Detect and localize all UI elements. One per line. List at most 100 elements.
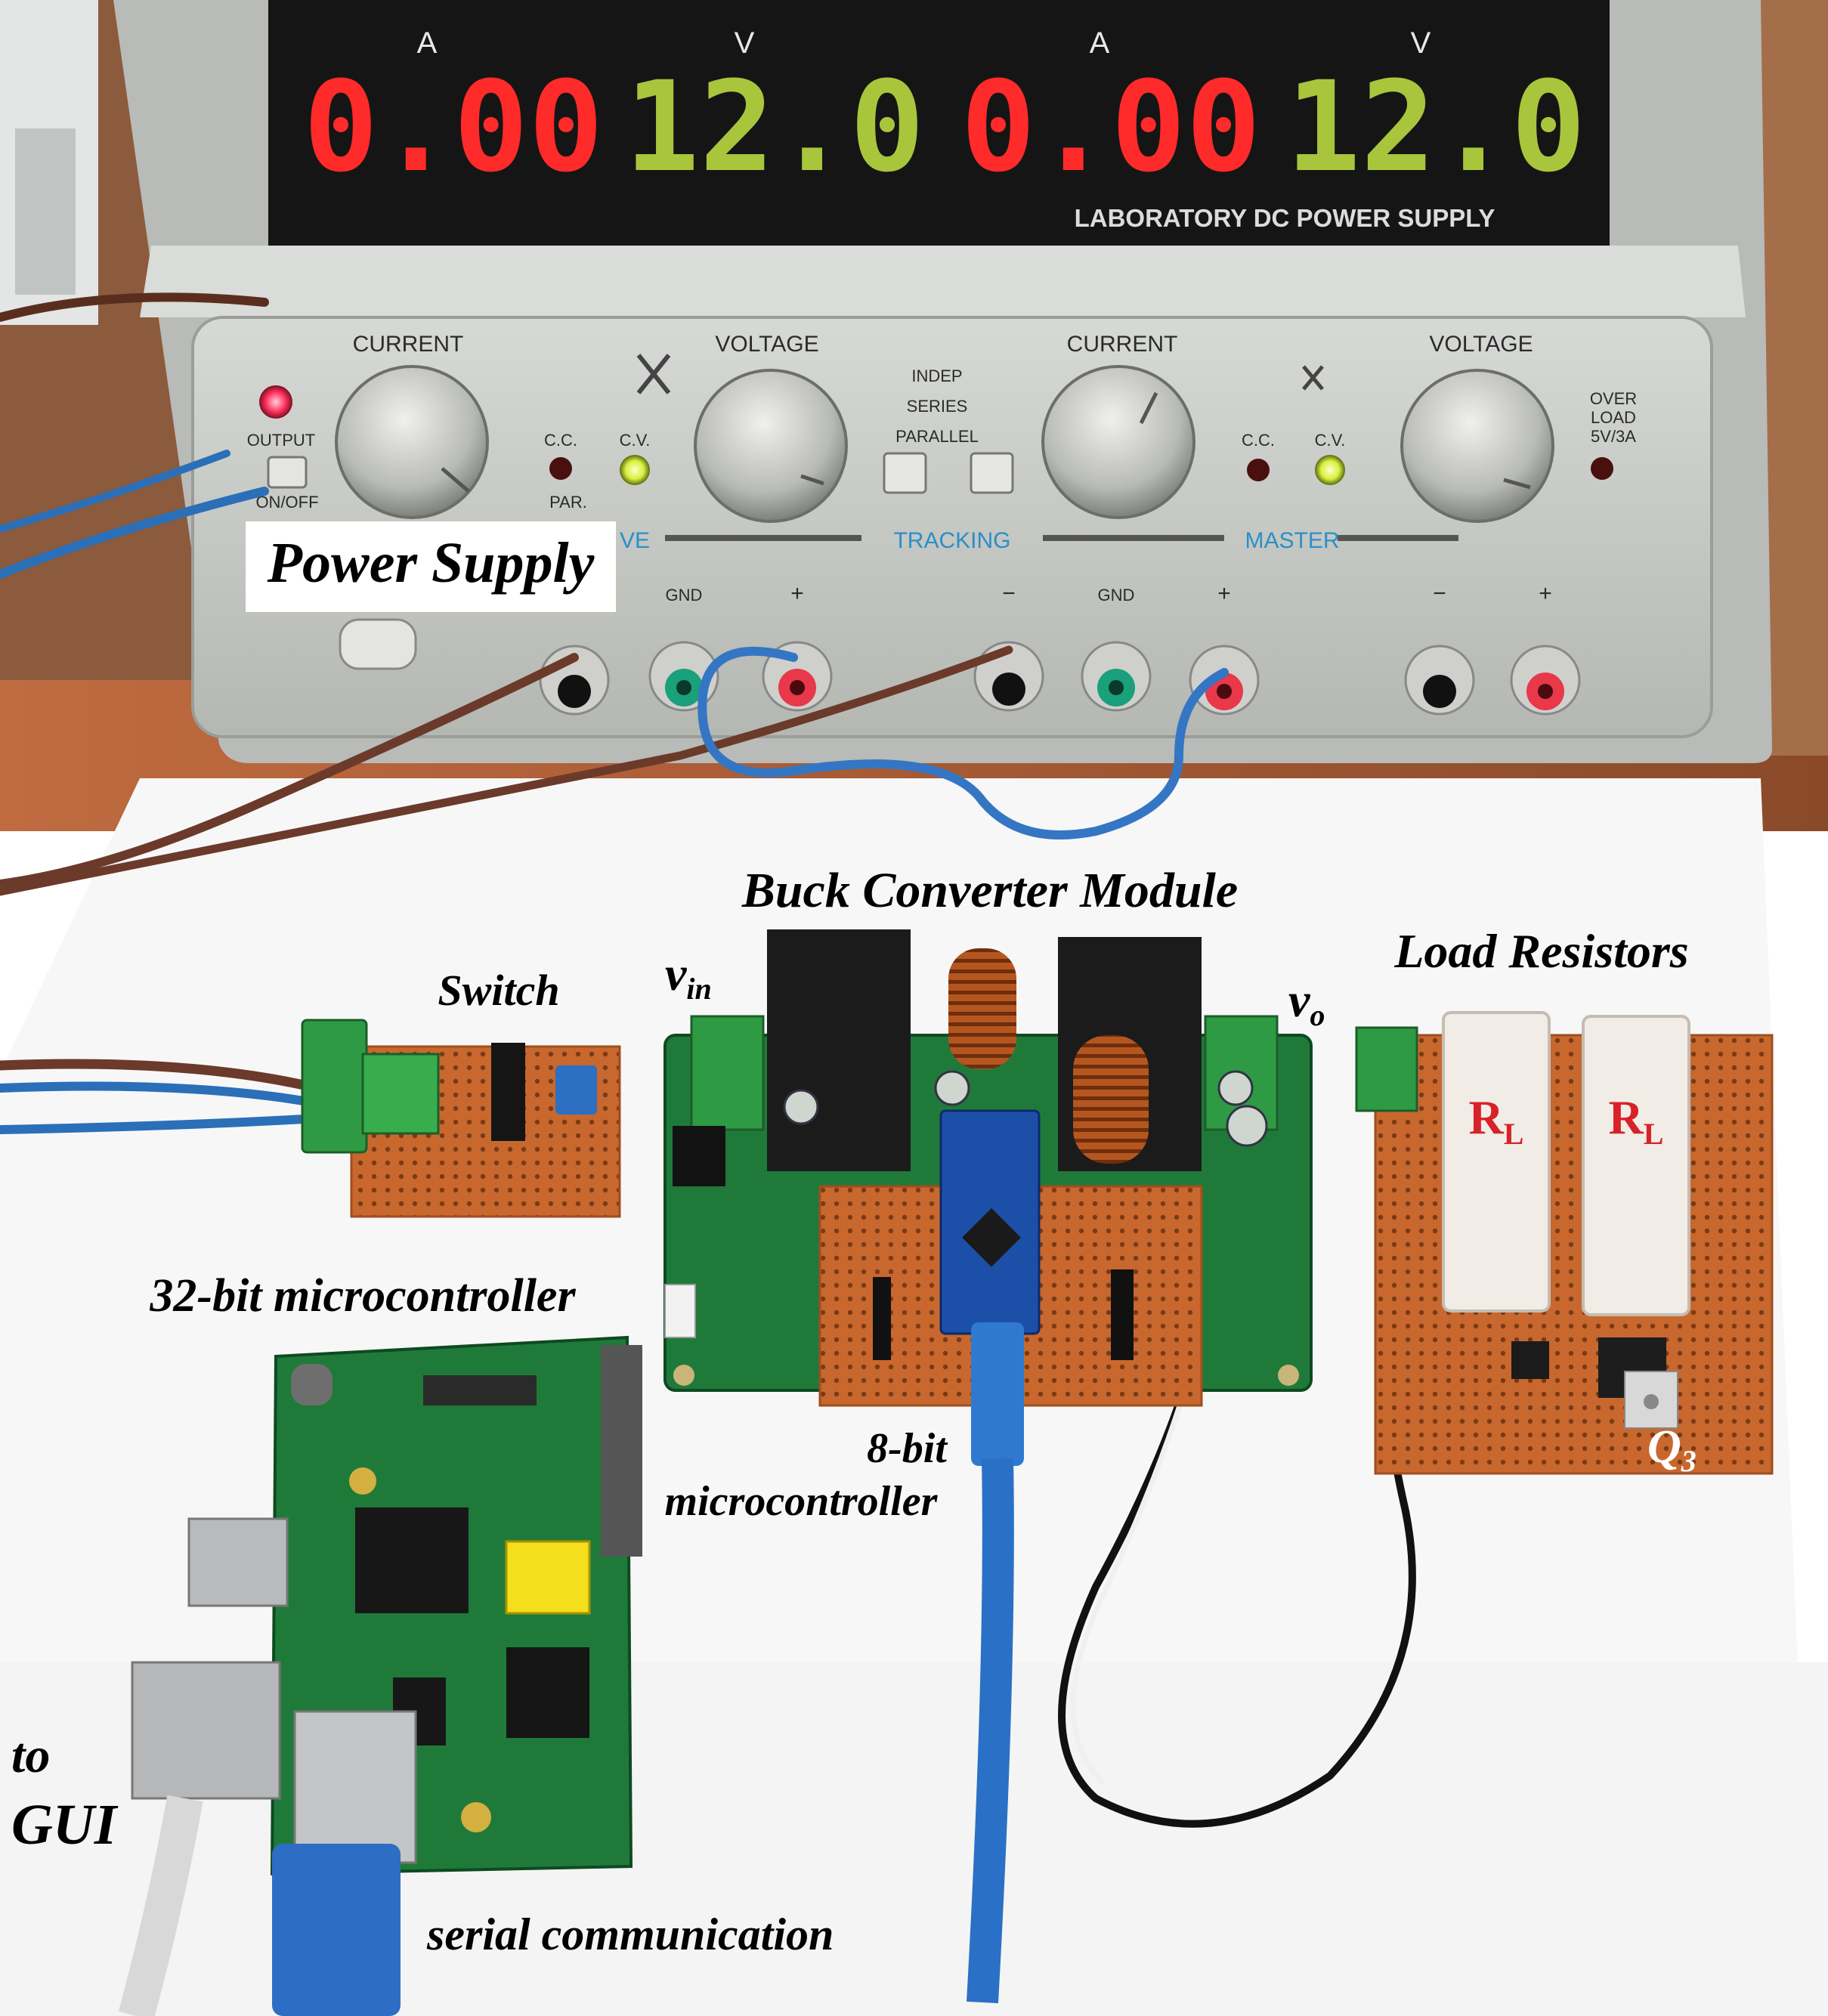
small-ic	[1511, 1341, 1549, 1379]
power-supply-label: Power Supply	[267, 531, 595, 595]
white-connector	[664, 1284, 696, 1338]
mcu8-label-line2: microcontroller	[665, 1478, 939, 1525]
vin-main: v	[665, 947, 687, 1000]
rl-label-1: RL	[1469, 1090, 1524, 1151]
terminal-plus-1[interactable]	[762, 641, 833, 712]
usb-cable	[967, 1322, 1024, 2004]
tracking-label: TRACKING	[893, 528, 1010, 553]
mcu8-label-line1: 8-bit	[867, 1425, 948, 1472]
ethernet-cable	[118, 1795, 203, 2016]
terminal-plus-label-3: +	[1539, 581, 1552, 606]
unit-label-v1: V	[735, 26, 755, 60]
front-panel	[191, 316, 1713, 738]
vin-sub: in	[686, 972, 711, 1006]
pi-usb-port	[293, 1710, 417, 1864]
terminal-minus-label-2: −	[1002, 581, 1016, 606]
terminal-minus-3[interactable]	[1404, 645, 1475, 716]
load-resistor-1	[1442, 1011, 1551, 1313]
cross-mark-2	[1302, 365, 1324, 391]
cv-led-2	[1315, 455, 1345, 485]
q3-sub: 3	[1681, 1444, 1697, 1478]
rl2-sub: L	[1644, 1117, 1664, 1151]
inductor-1	[948, 948, 1016, 1069]
output-onoff-button[interactable]	[267, 456, 308, 489]
dc-jack	[673, 1126, 725, 1186]
tracking-bar-mid	[1043, 535, 1224, 541]
pi-ethernet-port	[131, 1661, 281, 1800]
vo-label: vo	[1288, 973, 1325, 1032]
power-supply: A V A V 0.00 12.0 0.00 12.0 LABORATORY D…	[113, 0, 1772, 763]
switch-board	[301, 1019, 621, 1218]
cc-label-1: C.C.	[544, 431, 577, 450]
pi-audio-jack	[506, 1647, 589, 1738]
buck-converter-label: Buck Converter Module	[741, 863, 1238, 918]
load-resistor-board	[1355, 1011, 1774, 1475]
switch-terminal-block	[301, 1019, 368, 1154]
cc-led-1	[549, 457, 572, 480]
raspberry-pi-board	[131, 1335, 642, 1876]
cross-mark-1	[636, 354, 671, 394]
terminal-gnd-label-1: GND	[666, 586, 703, 604]
buck-converter-board	[663, 929, 1313, 1407]
pi-ribbon-connector	[423, 1375, 537, 1405]
voltage-reading-1: 12.0	[624, 54, 924, 199]
overload-label-3: 5V/3A	[1591, 427, 1636, 446]
blue-trimmer	[555, 1065, 597, 1115]
output-led	[259, 385, 292, 419]
mcu32-label: 32-bit microcontroller	[149, 1270, 576, 1322]
cc-led-2	[1247, 459, 1270, 481]
unit-label-v2: V	[1411, 26, 1431, 60]
terminal-plus-2[interactable]	[1189, 645, 1260, 716]
capacitor-1	[783, 1089, 819, 1125]
rl-label-2: RL	[1609, 1090, 1664, 1151]
overload-label-2: LOAD	[1591, 408, 1636, 427]
terminal-plus-3[interactable]	[1510, 645, 1581, 716]
label-current-2: CURRENT	[1067, 332, 1178, 357]
vin-terminal	[690, 1015, 765, 1131]
overload-label-1: OVER	[1590, 389, 1637, 408]
rl1-main: R	[1469, 1090, 1505, 1144]
mosfet-switch	[491, 1043, 525, 1141]
mode-series-label: SERIES	[907, 397, 968, 416]
gui-label: GUI	[11, 1793, 119, 1857]
voltage-reading-2: 12.0	[1285, 54, 1585, 199]
to-label: to	[11, 1728, 50, 1783]
current-knob-2[interactable]	[1041, 365, 1195, 519]
cv-label-1: C.V.	[620, 431, 651, 450]
mode-button-right[interactable]	[970, 452, 1014, 494]
rl2-main: R	[1609, 1090, 1644, 1144]
load-terminal-block	[1355, 1026, 1418, 1112]
slave-label: VE	[620, 528, 650, 553]
current-knob-1[interactable]	[335, 365, 489, 519]
pi-hdmi-port	[187, 1517, 289, 1607]
capacitor-3	[1217, 1070, 1254, 1106]
cv-led-1	[620, 455, 650, 485]
tracking-bar-left	[665, 535, 861, 541]
terminal-plus-label-2: +	[1217, 581, 1231, 606]
current-reading-2: 0.00	[960, 54, 1260, 199]
mode-button-left[interactable]	[883, 452, 927, 494]
cv-label-2: C.V.	[1315, 431, 1346, 450]
mode-indep-label: INDEP	[911, 366, 962, 385]
overload-led	[1591, 457, 1613, 480]
cc-label-2: C.C.	[1242, 431, 1275, 450]
master-label: MASTER	[1245, 528, 1339, 553]
power-supply-label-bg	[246, 521, 616, 612]
power-rocker-switch[interactable]	[339, 618, 417, 670]
serial-communication-label: serial communication	[426, 1909, 834, 1959]
voltage-knob-2[interactable]	[1400, 369, 1554, 523]
terminal-gnd-2[interactable]	[1081, 641, 1152, 712]
heatsink-left	[767, 929, 911, 1171]
label-voltage-2: VOLTAGE	[1429, 332, 1533, 357]
pi-capacitor	[291, 1364, 333, 1405]
load-resistors-label: Load Resistors	[1393, 924, 1688, 978]
capacitor-4	[1226, 1105, 1268, 1147]
pi-soc-chip	[355, 1507, 469, 1613]
tracking-bar-right	[1338, 535, 1458, 541]
voltage-knob-1[interactable]	[694, 369, 848, 523]
left-cabinet-vent	[15, 128, 76, 295]
pi-rca-jack	[505, 1540, 591, 1615]
display-panel	[268, 0, 1610, 246]
current-reading-1: 0.00	[303, 54, 603, 199]
